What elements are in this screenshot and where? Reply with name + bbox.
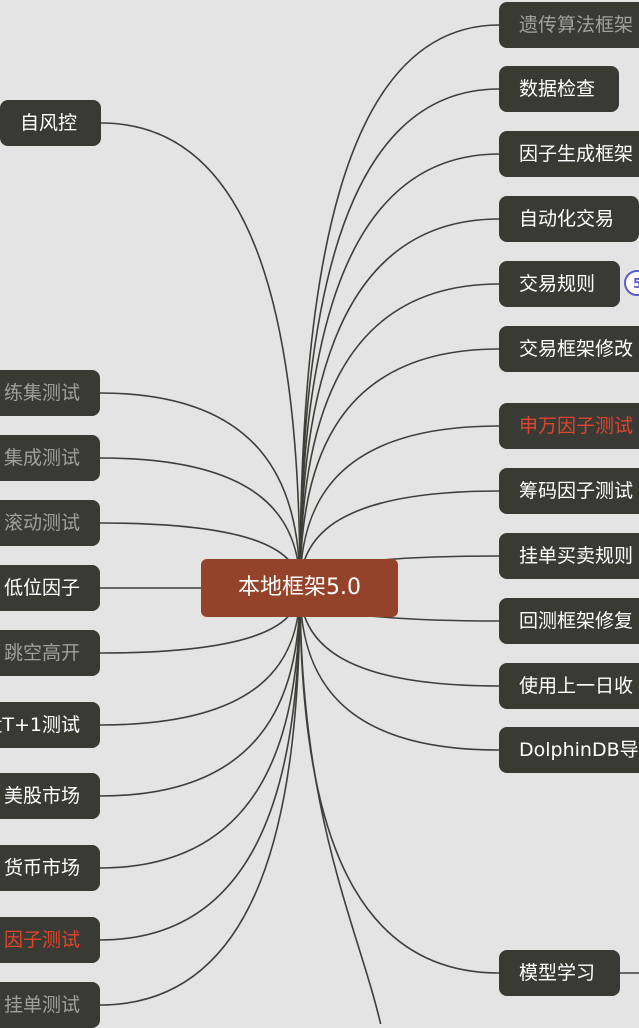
- topic-training-set-test[interactable]: 练集测试: [0, 370, 100, 416]
- topic-backtest-framework-fix[interactable]: 回测框架修复: [499, 598, 639, 644]
- topic-shenwan-factor-test[interactable]: 申万因子测试: [499, 403, 639, 449]
- topic-factor-generation-framework[interactable]: 因子生成框架: [499, 131, 639, 177]
- connector-line: [299, 587, 500, 751]
- connector-line: [299, 88, 500, 589]
- connector-line: [299, 24, 500, 589]
- connector-line: [99, 587, 301, 869]
- connector-line: [299, 587, 500, 974]
- connector-line: [299, 218, 500, 589]
- connector-line: [100, 122, 301, 589]
- topic-trading-framework-changes[interactable]: 交易框架修改: [499, 326, 639, 372]
- topic-order-trading-rules[interactable]: 挂单买卖规则: [499, 533, 639, 579]
- topic-factor-test[interactable]: 因子测试: [0, 917, 100, 963]
- connector-line: [299, 283, 500, 589]
- topic-model-learning[interactable]: 模型学习: [499, 950, 620, 996]
- topic-self-risk-control[interactable]: 自风控: [0, 100, 101, 146]
- topic-automated-trading[interactable]: 自动化交易: [499, 196, 639, 242]
- topic-gap-up-open[interactable]: 跳空高开: [0, 630, 100, 676]
- topic-us-stock-market[interactable]: 美股市场: [0, 773, 100, 819]
- topic-data-check[interactable]: 数据检查: [499, 66, 619, 112]
- topic-genetic-algorithm-framework[interactable]: 遗传算法框架: [499, 2, 639, 48]
- topic-low-position-factor[interactable]: 低位因子: [0, 565, 100, 611]
- collapsed-count-badge[interactable]: 5: [624, 270, 639, 296]
- connector-line: [99, 392, 301, 589]
- topic-use-previous-close[interactable]: 使用上一日收: [499, 663, 639, 709]
- connector-line: [299, 425, 500, 589]
- connector-line: [99, 587, 301, 1006]
- connector-line: [299, 348, 500, 589]
- connector-line: [299, 587, 382, 1024]
- central-topic[interactable]: 本地框架5.0: [201, 559, 398, 617]
- connector-line: [99, 587, 301, 941]
- topic-t1-test[interactable]: 盘T+1测试: [0, 702, 100, 748]
- topic-trading-rules[interactable]: 交易规则: [499, 261, 620, 307]
- topic-ensemble-test[interactable]: 集成测试: [0, 435, 100, 481]
- topic-money-market[interactable]: 货币市场: [0, 845, 100, 891]
- topic-dolphindb-import[interactable]: DolphinDB导入: [499, 727, 639, 773]
- connector-line: [299, 153, 500, 589]
- topic-order-test[interactable]: 挂单测试: [0, 982, 100, 1028]
- connector-line: [99, 587, 301, 797]
- topic-chip-factor-test[interactable]: 筹码因子测试: [499, 468, 639, 514]
- topic-rolling-test[interactable]: 滚动测试: [0, 500, 100, 546]
